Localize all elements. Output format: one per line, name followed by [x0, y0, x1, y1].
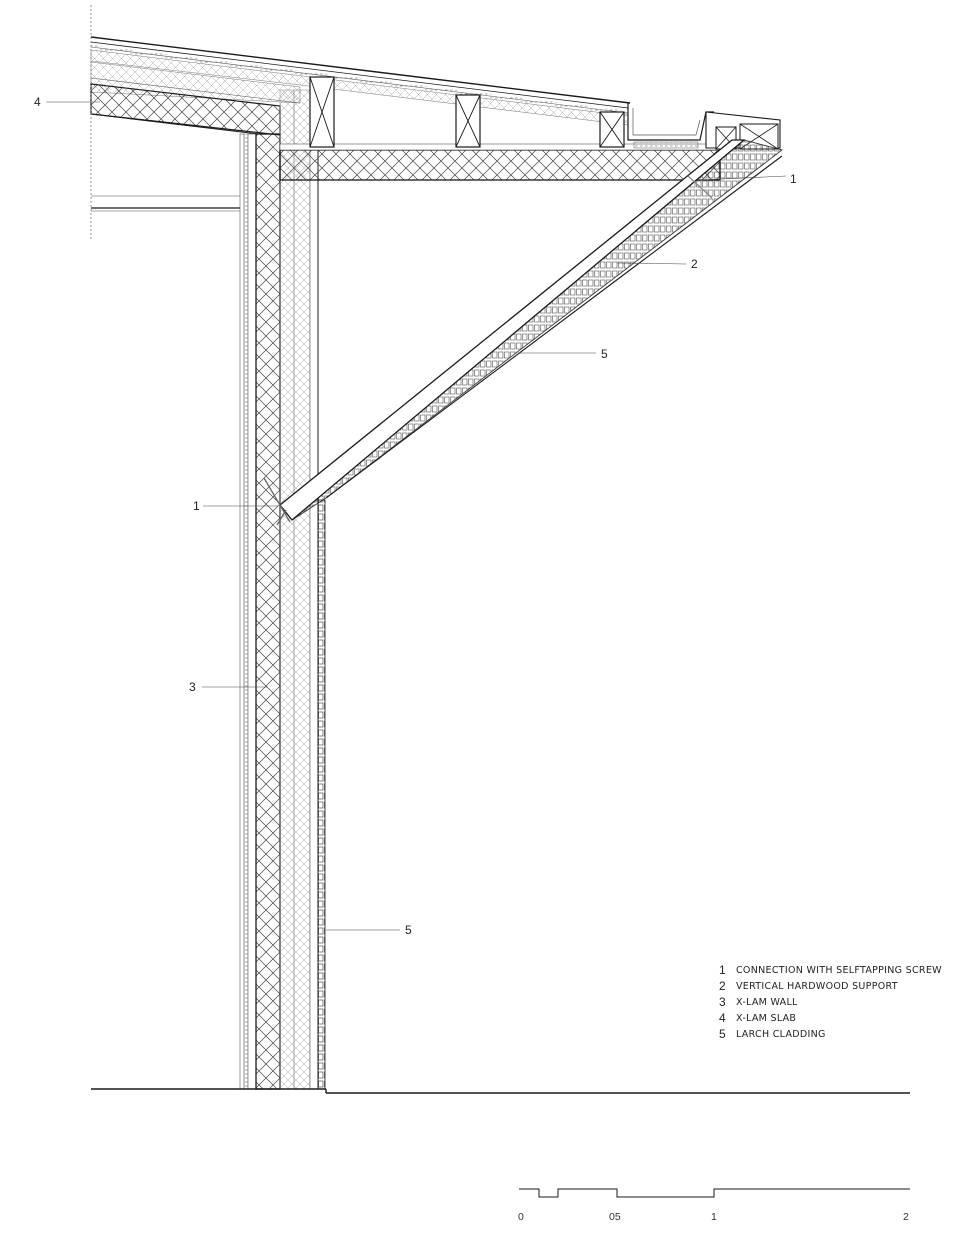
callout-label-screw-top: 1 — [790, 172, 797, 186]
svg-text:4: 4 — [719, 1011, 726, 1025]
legend-item: 1 CONNECTION WITH SELFTAPPING SCREW — [719, 963, 942, 977]
larch-cladding-wall — [317, 499, 326, 1090]
svg-text:1: 1 — [719, 963, 726, 977]
callout-labels: 4 1 2 5 1 3 5 — [34, 95, 797, 937]
legend-item: 4 X-LAM SLAB — [719, 1011, 796, 1025]
svg-text:LARCH CLADDING: LARCH CLADDING — [736, 1029, 826, 1040]
ground-line — [91, 1088, 910, 1094]
callout-label-screw-bottom: 1 — [193, 499, 200, 513]
svg-text:CONNECTION WITH SELFTAPPING SC: CONNECTION WITH SELFTAPPING SCREW — [736, 965, 942, 976]
svg-text:5: 5 — [719, 1027, 726, 1041]
hardwood-support — [279, 139, 784, 521]
interior-ceiling-lines — [90, 5, 242, 240]
svg-text:2: 2 — [719, 979, 726, 993]
callout-leaders — [46, 101, 787, 931]
svg-text:VERTICAL HARDWOOD SUPPORT: VERTICAL HARDWOOD SUPPORT — [736, 981, 898, 992]
overhang-slab — [279, 143, 721, 181]
svg-text:X-LAM SLAB: X-LAM SLAB — [736, 1013, 796, 1024]
scale-label-05: 05 — [609, 1211, 621, 1223]
callout-label-xlam-wall: 3 — [189, 680, 196, 694]
screw-connections — [263, 175, 713, 526]
legend-item: 2 VERTICAL HARDWOOD SUPPORT — [719, 979, 898, 993]
callout-label-larch-cladding-diagonal: 5 — [601, 347, 608, 361]
scale-label-0: 0 — [518, 1211, 524, 1223]
callout-label-larch-cladding-wall: 5 — [405, 923, 412, 937]
scale-label-1: 1 — [711, 1211, 717, 1223]
svg-text:3: 3 — [719, 995, 726, 1009]
legend-item: 3 X-LAM WALL — [719, 995, 798, 1009]
gutter — [627, 103, 781, 150]
callout-label-xlam-slab: 4 — [34, 95, 41, 109]
scale-label-2: 2 — [903, 1211, 909, 1223]
scale-bar: 0 05 1 2 — [518, 1188, 910, 1223]
roof-joists — [309, 76, 625, 148]
callout-label-hardwood-support: 2 — [691, 257, 698, 271]
legend: 1 CONNECTION WITH SELFTAPPING SCREW 2 VE… — [719, 963, 942, 1041]
xlam-wall — [239, 89, 319, 1090]
svg-text:X-LAM WALL: X-LAM WALL — [736, 997, 798, 1008]
legend-item: 5 LARCH CLADDING — [719, 1027, 826, 1041]
